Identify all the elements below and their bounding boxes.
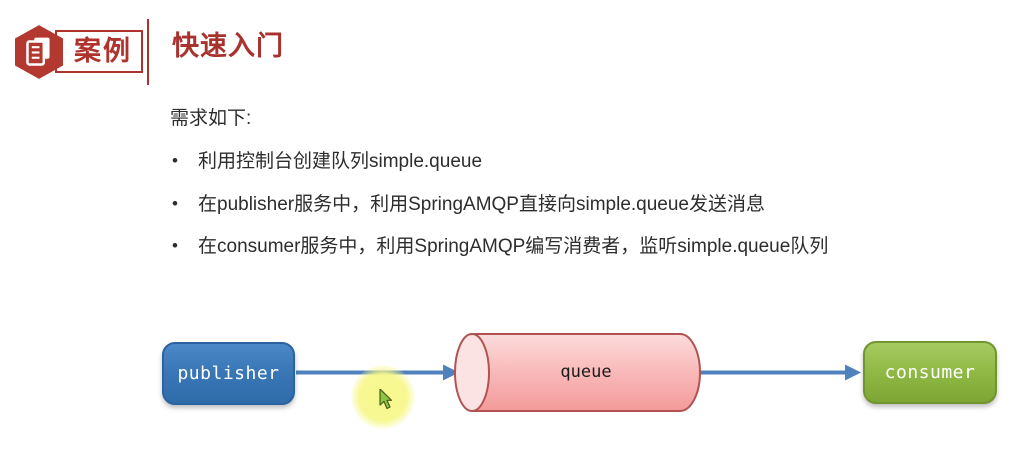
case-badge-label: 案例 [74, 36, 132, 66]
requirement-item: • 在consumer服务中，利用SpringAMQP编写消费者，监听simple… [172, 231, 828, 258]
requirements-intro: 需求如下: [170, 108, 252, 129]
requirement-item: • 利用控制台创建队列simple.queue [172, 146, 482, 173]
requirement-text: 在consumer服务中，利用SpringAMQP编写消费者，监听simple.… [198, 236, 829, 257]
arrowhead-icon [845, 364, 861, 381]
consumer-node: consumer [863, 341, 997, 404]
case-hexagon-icon [15, 25, 63, 79]
requirement-item: • 在publisher服务中，利用SpringAMQP直接向simple.que… [172, 189, 765, 216]
header-divider [147, 19, 149, 85]
mouse-cursor-icon [379, 389, 393, 410]
requirement-text: 在publisher服务中，利用SpringAMQP直接向simple.queu… [198, 194, 765, 215]
bullet-icon: • [172, 194, 178, 213]
arrow-queue-to-consumer [700, 364, 861, 381]
publisher-node-label: publisher [177, 363, 280, 384]
case-badge: 案例 [55, 30, 143, 73]
consumer-node-label: consumer [884, 362, 976, 383]
bullet-icon: • [172, 236, 178, 255]
arrowhead-icon [443, 364, 459, 381]
queue-node-label: queue [560, 362, 612, 382]
bullet-icon: • [172, 151, 178, 170]
requirement-text: 利用控制台创建队列simple.queue [198, 151, 483, 172]
page-title: 快速入门 [172, 31, 284, 61]
publisher-node: publisher [162, 342, 295, 405]
